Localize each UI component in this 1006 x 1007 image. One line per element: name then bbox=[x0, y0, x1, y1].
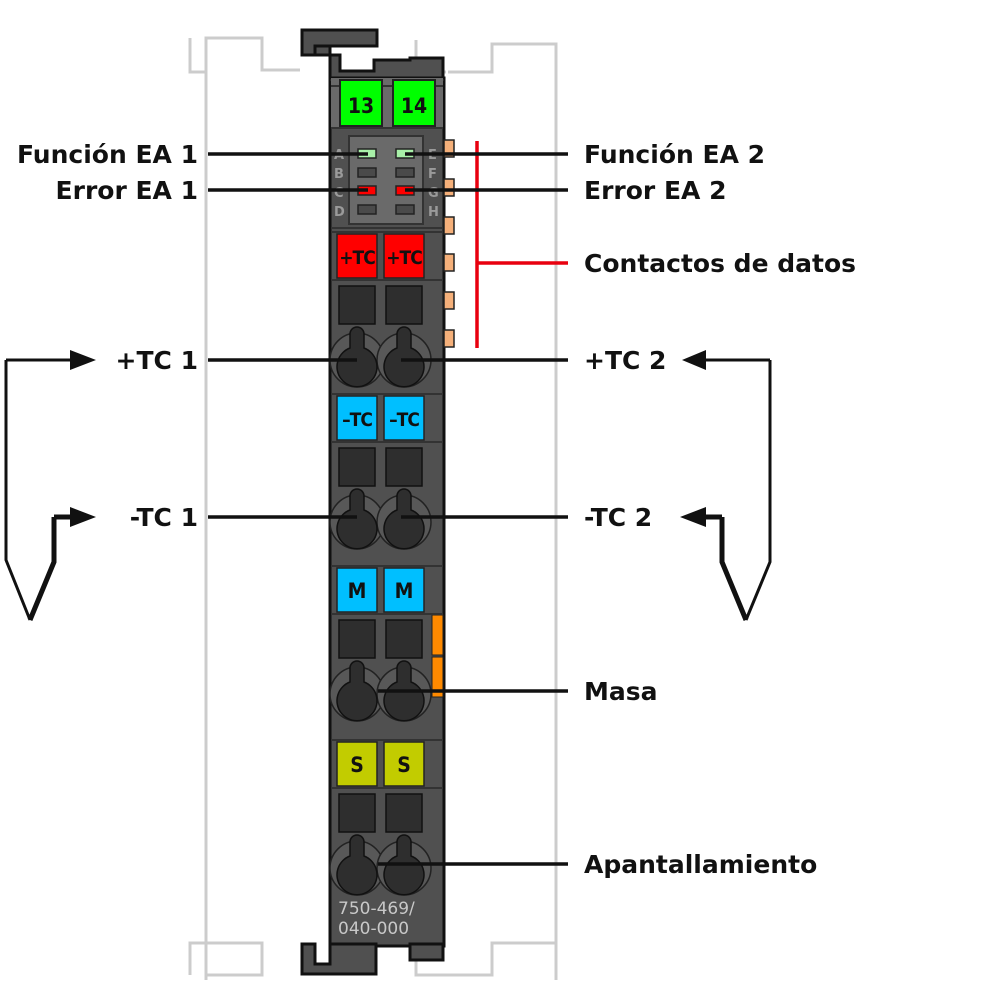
led-letter-f: F bbox=[428, 167, 437, 182]
din-rail-bottom-left bbox=[188, 941, 264, 977]
led-letter-c: C bbox=[334, 186, 344, 201]
terminal-tag bbox=[383, 395, 425, 441]
terminal-group-minus-tc: –TC –TC bbox=[329, 393, 443, 550]
terminal-tag bbox=[336, 233, 378, 279]
label-error-ea1: Error EA 1 bbox=[56, 176, 198, 205]
terminal-tag bbox=[383, 741, 425, 787]
channel-marker-13-text: 13 bbox=[348, 94, 374, 118]
terminal-tag-label: M bbox=[348, 579, 367, 603]
led-letter-h: H bbox=[428, 205, 439, 220]
data-contact bbox=[443, 253, 455, 272]
part-number-line2: 040-000 bbox=[338, 919, 409, 939]
terminal-tag-label: –TC bbox=[389, 409, 419, 431]
thermocouple-right-icon bbox=[680, 350, 772, 621]
data-contact bbox=[443, 291, 455, 310]
terminal-tag bbox=[336, 741, 378, 787]
din-rail-right bbox=[448, 42, 558, 980]
led-f bbox=[395, 167, 415, 178]
leader-lines bbox=[208, 152, 568, 866]
led-b bbox=[357, 167, 377, 178]
part-number-line1: 750-469/ bbox=[338, 899, 415, 919]
led-letter-g: G bbox=[428, 186, 439, 201]
din-rail-bottom-right bbox=[414, 941, 556, 977]
led-d bbox=[357, 204, 377, 215]
data-contacts-bracket bbox=[475, 141, 568, 348]
release-slot[interactable] bbox=[385, 793, 423, 833]
terminal-tag-label: S bbox=[350, 753, 364, 777]
wire-clamp-opening[interactable] bbox=[383, 326, 425, 388]
terminal-group-plus-tc: +TC +TC bbox=[329, 231, 443, 388]
label-contactos-datos: Contactos de datos bbox=[584, 249, 856, 278]
wire-clamp-opening[interactable] bbox=[336, 834, 378, 896]
channel-marker-14-text: 14 bbox=[401, 94, 427, 118]
terminal-tag-label: +TC bbox=[339, 247, 375, 269]
power-jumper-contact bbox=[431, 614, 444, 656]
terminal-tag bbox=[336, 395, 378, 441]
channel-marker-14 bbox=[392, 79, 436, 127]
top-latch[interactable] bbox=[300, 28, 445, 82]
led-h bbox=[395, 204, 415, 215]
data-contacts bbox=[443, 139, 455, 348]
bottom-latch-right bbox=[408, 942, 445, 962]
data-contact bbox=[443, 178, 455, 197]
label-plus-tc1: +TC 1 bbox=[116, 346, 198, 375]
label-funcion-ea2: Función EA 2 bbox=[584, 140, 765, 169]
bottom-latch[interactable] bbox=[300, 942, 378, 976]
label-error-ea2: Error EA 2 bbox=[584, 176, 726, 205]
led-letter-b: B bbox=[334, 167, 344, 182]
wire-clamp-opening[interactable] bbox=[336, 326, 378, 388]
terminal-tag-label: S bbox=[397, 753, 411, 777]
label-minus-tc1: -TC 1 bbox=[130, 503, 198, 532]
release-slot[interactable] bbox=[385, 619, 423, 659]
release-slot[interactable] bbox=[338, 285, 376, 325]
release-slot[interactable] bbox=[338, 793, 376, 833]
wire-clamp-opening[interactable] bbox=[383, 488, 425, 550]
release-slot[interactable] bbox=[385, 285, 423, 325]
din-rail-top-left-inner bbox=[188, 38, 206, 74]
thermocouple-left-icon bbox=[4, 350, 96, 621]
release-slot[interactable] bbox=[338, 447, 376, 487]
terminal-tag bbox=[336, 567, 378, 613]
terminal-tag-label: +TC bbox=[386, 247, 422, 269]
label-funcion-ea1: Función EA 1 bbox=[17, 140, 198, 169]
terminal-tag bbox=[383, 233, 425, 279]
terminal-tag-label: –TC bbox=[342, 409, 372, 431]
release-slot[interactable] bbox=[385, 447, 423, 487]
din-rail bbox=[188, 36, 558, 980]
release-slot[interactable] bbox=[338, 619, 376, 659]
wire-clamp-opening[interactable] bbox=[336, 488, 378, 550]
label-plus-tc2: +TC 2 bbox=[584, 346, 666, 375]
terminal-tag bbox=[383, 567, 425, 613]
wire-clamp-opening[interactable] bbox=[336, 660, 378, 722]
data-contact bbox=[443, 216, 455, 235]
data-contact bbox=[443, 329, 455, 348]
power-jumper-contact bbox=[431, 656, 444, 698]
label-minus-tc2: -TC 2 bbox=[584, 503, 652, 532]
label-apantallamiento: Apantallamiento bbox=[584, 850, 817, 879]
data-contact bbox=[443, 139, 455, 158]
channel-marker-13 bbox=[339, 79, 383, 127]
led-letter-d: D bbox=[334, 205, 345, 220]
terminal-tag-label: M bbox=[395, 579, 414, 603]
label-masa: Masa bbox=[584, 677, 658, 706]
din-rail-top-left bbox=[204, 36, 300, 980]
